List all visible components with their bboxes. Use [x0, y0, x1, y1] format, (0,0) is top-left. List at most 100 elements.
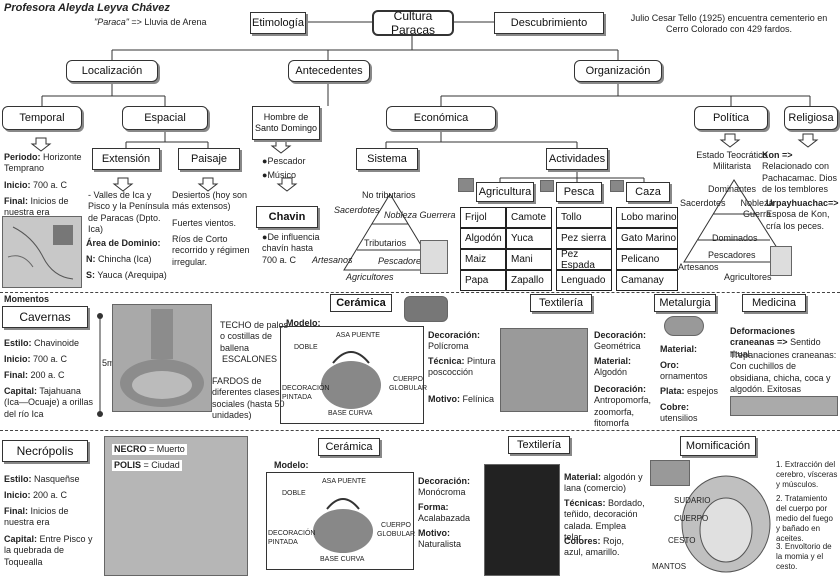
pesca-item: Lenguado — [556, 270, 612, 291]
necropolis-textileria-material: Material: algodón y lana (comercio) — [564, 472, 643, 494]
necropolis-textileria-node[interactable]: Textilería — [508, 436, 570, 454]
temporal-inicio: Inicio: 700 a. C — [4, 180, 68, 190]
antecedentes-node[interactable]: Antecedentes — [288, 60, 370, 82]
necropolis-textileria-colores: Colores: Rojo, azul, amarillo. — [564, 536, 625, 558]
organizacion-node[interactable]: Organización — [574, 60, 662, 82]
politica-dominantes: Dominantes — [708, 184, 757, 194]
down-arrow-icon — [112, 177, 134, 192]
necropolis-site-image — [104, 436, 248, 576]
down-arrow-icon — [30, 137, 52, 152]
metalurgia-plata: Plata: espejos — [660, 386, 719, 396]
hombre-santo-domingo-node[interactable]: Hombre de Santo Domingo — [252, 106, 320, 140]
metalurgia-node[interactable]: Metalurgia — [654, 294, 716, 312]
cavernas-asa-label: ASA PUENTE — [336, 332, 380, 339]
down-arrow-icon — [797, 133, 819, 148]
caza-node[interactable]: Caza — [626, 182, 670, 202]
agricultura-item: Algodón — [460, 228, 506, 249]
sistema-node[interactable]: Sistema — [356, 148, 418, 170]
cavernas-ceramica-node[interactable]: Cerámica — [330, 294, 392, 312]
espacial-node[interactable]: Espacial — [122, 106, 208, 130]
cavernas-textileria-node[interactable]: Textilería — [530, 294, 592, 312]
sistema-agricultores: Agricultores — [346, 272, 394, 282]
religion-urpayhuachac: Urpayhuachac=> Esposa de Kon, cría los p… — [766, 198, 839, 231]
politica-dominados: Dominados — [712, 233, 758, 243]
sistema-nobleza: Nobleza Guerrera — [384, 210, 456, 220]
necropolis-deco-label: DECORACIÓN PINTADA — [268, 530, 316, 546]
cavernas-textileria-material: Material: Algodón — [594, 356, 632, 378]
cavernas-ceramica-motivo: Motivo: Felínica — [428, 394, 495, 404]
metal-ornament-image — [664, 316, 704, 336]
necropolis-ceramic-model — [266, 472, 414, 570]
medicina-trepanaciones: Trepanaciones craneanas: Con cuchillos d… — [730, 350, 837, 394]
paisaje-node[interactable]: Paisaje — [178, 148, 240, 170]
politica-artesanos: Artesanos — [678, 262, 719, 272]
author-name: Profesora Aleyda Leyva Chávez — [4, 2, 170, 14]
cavernas-final: Final: 200 a. C — [4, 370, 65, 380]
economica-node[interactable]: Económica — [386, 106, 496, 130]
cavernas-cuerpo-label: CUERPO GLOBULAR — [388, 376, 428, 392]
necropolis-textileria-tecnicas: Técnicas: Bordado, teñido, decoración ca… — [564, 498, 645, 542]
pesca-item: Pez Espada — [556, 249, 612, 271]
agricultura-item: Maiz — [460, 249, 506, 270]
paisaje-text-2: Fuertes vientos. — [172, 218, 237, 228]
religiosa-node[interactable]: Religiosa — [784, 106, 838, 130]
necropolis-ceramica-forma: Forma: Acalabazada — [418, 502, 471, 524]
descubrimiento-node[interactable]: Descubrimiento — [494, 12, 604, 34]
necropolis-inicio: Inicio: 200 a. C — [4, 490, 68, 500]
metalurgia-oro: Oro: ornamentos — [660, 360, 708, 382]
area-dominio-n: N: Chincha (Ica) — [86, 254, 152, 264]
tomb-illustration — [112, 304, 212, 412]
momificacion-node[interactable]: Momificación — [680, 436, 756, 456]
extension-text: - Valles de Ica y Pisco y la Península d… — [88, 190, 170, 234]
antecedente-item-2: ●Músico — [262, 170, 296, 180]
momificacion-step-3: 3. Envoltorio de la momia y el cesto. — [776, 542, 832, 571]
necropolis-node[interactable]: Necrópolis — [2, 440, 88, 462]
sistema-top: No tributarios — [362, 190, 416, 200]
temporal-final: Final: Inicios de nuestra era — [4, 196, 69, 218]
necropolis-ceramica-node[interactable]: Cerámica — [318, 438, 380, 456]
agricultura-icon — [458, 178, 474, 192]
cavernas-ceramica-tecnica: Técnica: Pintura poscocción — [428, 356, 496, 378]
section-divider — [0, 292, 840, 293]
sistema-artesanos: Artesanos — [312, 255, 353, 265]
politica-node[interactable]: Política — [694, 106, 768, 130]
mummy-mantos-label: MANTOS — [652, 562, 687, 571]
textile-pattern-image — [500, 328, 588, 412]
tomb-fardos-label: FARDOS de diferentes clases sociales (ha… — [212, 376, 285, 420]
cavernas-node[interactable]: Cavernas — [2, 306, 88, 328]
necropolis-capital: Capital: Entre Pisco y la quebrada de To… — [4, 534, 93, 567]
agricultura-node[interactable]: Agricultura — [476, 182, 534, 202]
root-node[interactable]: Cultura Paracas — [372, 9, 454, 37]
necropolis-final: Final: Inicios de nuestra era — [4, 506, 69, 528]
pesca-node[interactable]: Pesca — [556, 182, 602, 202]
cavernas-deco-label: DECORACIÓN PINTADA — [282, 385, 330, 401]
actividades-node[interactable]: Actividades — [546, 148, 608, 170]
tomb-escalones-label: ESCALONES — [222, 354, 278, 364]
localizacion-node[interactable]: Localización — [66, 60, 158, 82]
medicina-node[interactable]: Medicina — [742, 294, 806, 312]
surgical-tools-image — [730, 396, 838, 416]
cavernas-doble-label: DOBLE — [294, 344, 318, 351]
metalurgia-material: Material: — [660, 344, 698, 354]
politica-text: Estado Teocrático Militarista — [696, 150, 768, 172]
farmer-illustration — [420, 240, 448, 274]
mummy-cesto-label: CESTO — [668, 536, 696, 545]
cavernas-estilo: Estilo: Chavinoide — [4, 338, 80, 348]
chavin-node[interactable]: Chavin — [256, 206, 318, 228]
temporal-node[interactable]: Temporal — [2, 106, 82, 130]
mummy-bundle-image — [650, 460, 690, 486]
extension-node[interactable]: Extensión — [92, 148, 160, 170]
agricultura-item: Frijol — [460, 207, 506, 228]
cavernas-ceramic-model — [280, 326, 424, 424]
agricultura-item: Zapallo — [506, 270, 552, 291]
area-dominio-s: S: Yauca (Arequipa) — [86, 270, 167, 280]
area-dominio-title: Área de Dominio: — [86, 238, 161, 248]
etimologia-node[interactable]: Etimología — [250, 12, 306, 34]
sistema-sacerdotes: Sacerdotes — [334, 205, 380, 215]
cavernas-textileria-decoracion-2: Decoración: Antropomorfa, zoomorfa, fito… — [594, 384, 652, 428]
antecedente-item-1: ●Pescador — [262, 156, 306, 166]
cavernas-capital: Capital: Tajahuana (Ica—Ocuaje) a orilla… — [4, 386, 94, 419]
etimologia-note: "Paraca" => Lluvia de Arena — [94, 17, 207, 27]
fish-icon — [540, 180, 554, 192]
